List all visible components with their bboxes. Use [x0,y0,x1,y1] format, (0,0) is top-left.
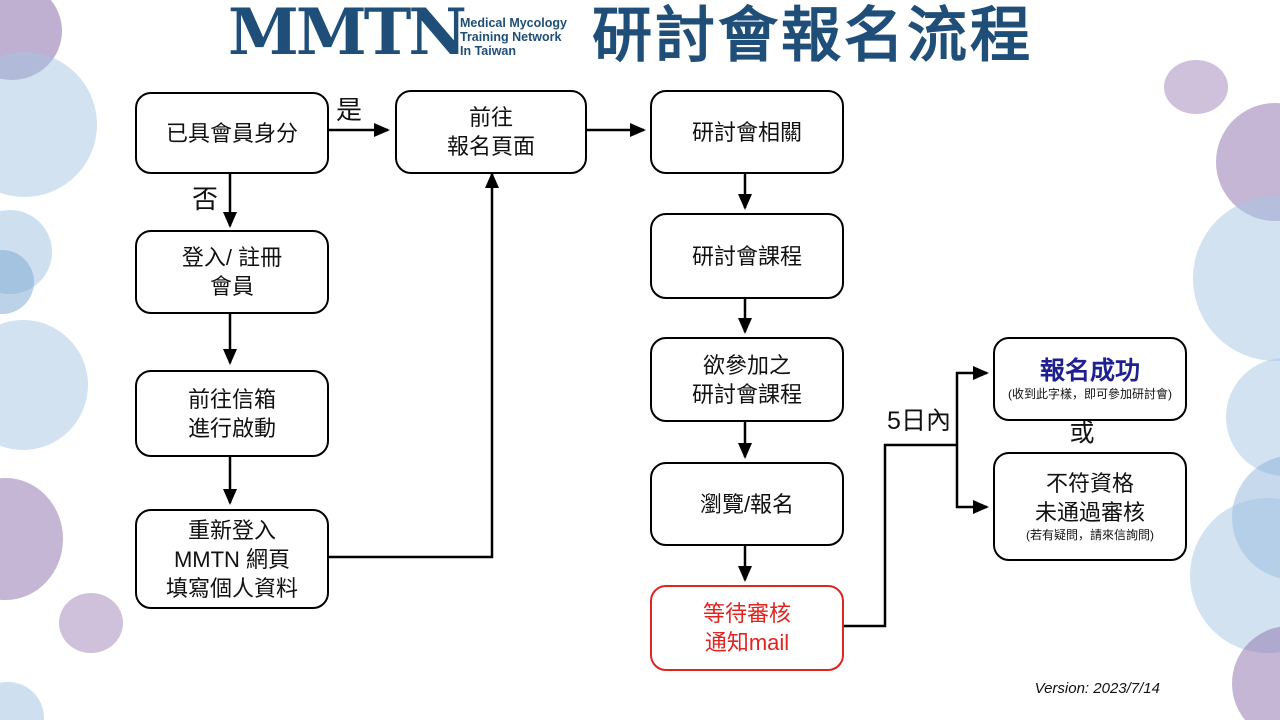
page-title: 研討會報名流程 [592,2,1033,69]
node-label: 瀏覽/報名 [699,491,795,517]
flow-node-relogin-fill: 重新登入 MMTN 網頁 填寫個人資料 [135,509,329,609]
decor-circle [1164,60,1228,114]
node-label: 登入/ 註冊 [181,245,283,270]
edge-label-yes: 是 [335,95,362,125]
edge-wait-branch [840,443,957,628]
mmtn-logo-tagline: Medical Mycology Training Network In Tai… [460,16,567,58]
decor-circle [0,478,63,600]
node-label: 欲參加之 [702,352,791,378]
decor-circle [0,52,97,197]
node-label: 報名成功 [1039,356,1140,385]
node-label: 未通過審核 [1034,500,1145,525]
node-label: 填寫個人資料 [165,575,298,601]
node-label: 前往信箱 [187,386,276,412]
flow-node-browse-register: 瀏覽/報名 [650,462,844,546]
node-label: 研討會相關 [691,119,802,145]
node-label: 會員 [209,274,254,299]
node-label: 重新登入 [187,517,276,543]
node-label: 前往 [468,105,513,130]
flow-node-goto-mailbox: 前往信箱 進行啟動 [135,370,329,457]
node-note: (收到此字樣，即可參加研討會) [1008,386,1172,401]
flow-node-goto-registration: 前往 報名頁面 [395,90,587,174]
tagline-line: Medical Mycology [460,16,567,30]
node-note: (若有疑問，請來信詢問) [1026,528,1154,542]
node-label: 研討會課程 [691,243,802,269]
edge-label-or: 或 [1069,419,1095,447]
node-label: 進行啟動 [187,415,276,441]
flow-node-desired-course: 欲參加之 研討會課程 [650,337,844,422]
edge-branch-fail [955,445,989,514]
node-label: 研討會課程 [691,381,802,407]
node-label: 通知mail [704,630,790,655]
decor-circle [0,320,88,450]
flow-node-login-register: 登入/ 註冊 會員 [135,230,329,314]
tagline-line: Training Network [460,30,562,44]
flow-node-seminar-course: 研討會課程 [650,213,844,299]
mmtn-logo: MMTN [228,0,467,70]
node-label: 不符資格 [1045,471,1134,496]
flow-node-has-membership: 已具會員身分 [135,92,329,174]
node-label: 報名頁面 [446,134,535,159]
edge-label-within-5-days: 5日內 [887,407,951,435]
edge-label-no: 否 [191,184,218,214]
flow-node-register-success: 報名成功 (收到此字樣，即可參加研討會) [993,337,1187,421]
flow-node-wait-review-mail: 等待審核 通知mail [650,585,844,671]
decor-circle [1193,196,1280,361]
decor-circle [59,593,123,653]
version-text: Version: 2023/7/14 [1034,680,1160,697]
decor-circle [0,682,44,720]
tagline-line: In Taiwan [460,44,517,58]
flow-node-not-qualified: 不符資格 未通過審核 (若有疑問，請來信詢問) [993,452,1187,561]
node-label: 已具會員身分 [165,120,298,146]
flow-node-seminar-related: 研討會相關 [650,90,844,174]
node-label: 等待審核 [702,601,791,626]
edge-relogin-registration [325,172,499,559]
node-label: MMTN 網頁 [173,546,291,572]
edge-branch-success [955,366,989,445]
